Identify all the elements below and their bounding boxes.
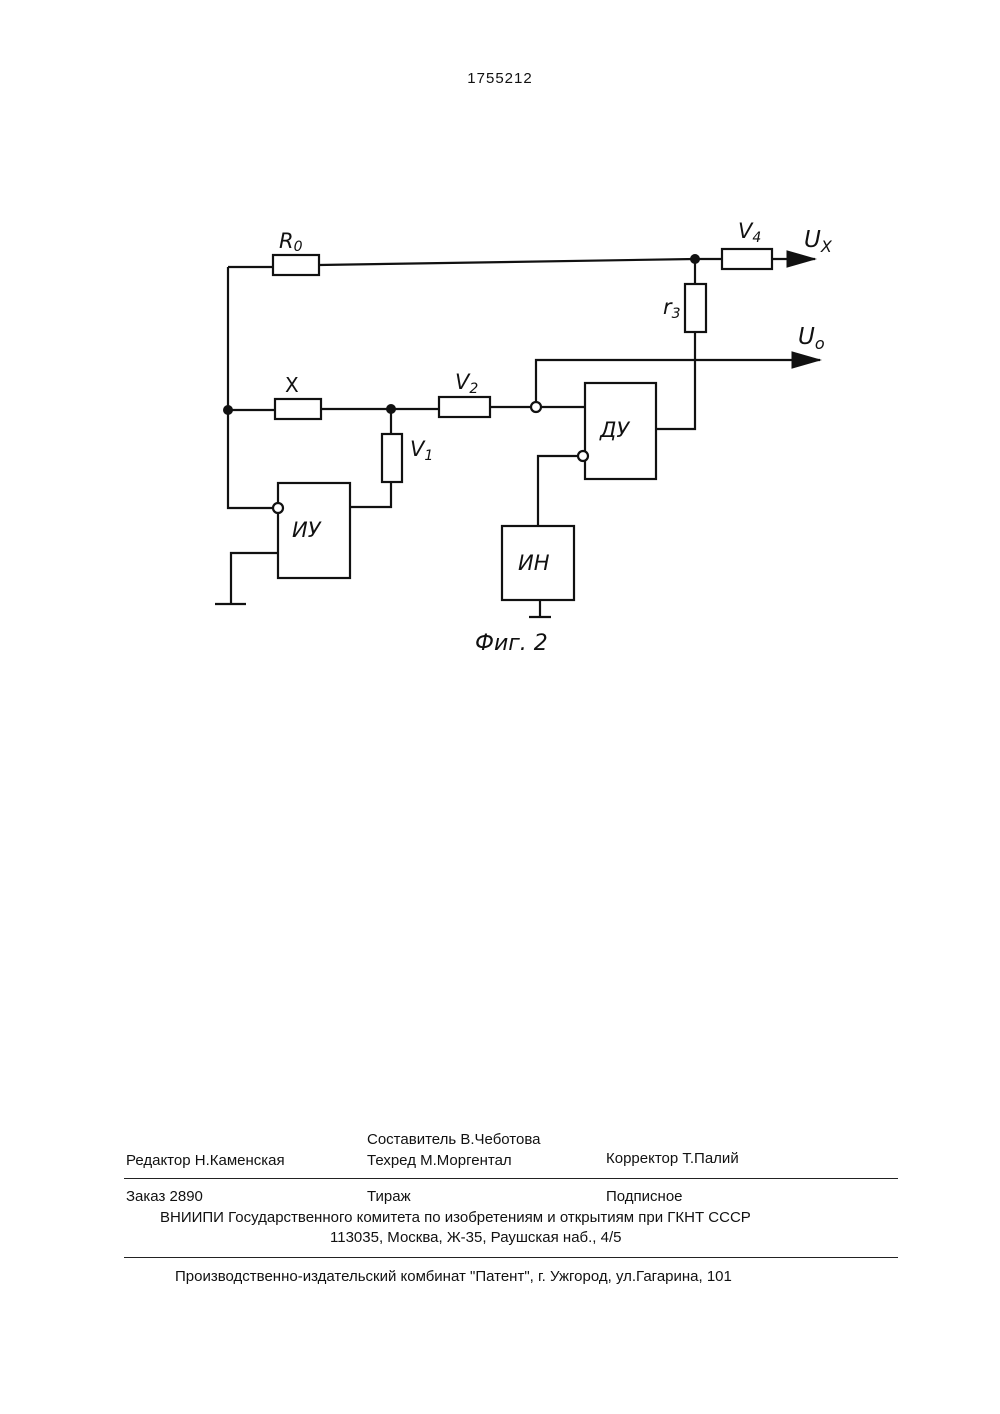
wire-r0-to-node [319, 259, 695, 265]
editor-line: Редактор Н.Каменская [126, 1152, 285, 1169]
wire-r3-to-du [656, 332, 695, 429]
divider-top [124, 1178, 898, 1179]
junction-r3-v4 [690, 254, 700, 264]
resistor-r3 [685, 284, 706, 332]
wire-uo-branch [536, 360, 820, 402]
resistor-v4 [722, 249, 772, 269]
address-line: 113035, Москва, Ж-35, Раушская наб., 4/5 [330, 1229, 622, 1246]
label-v1: V1 [410, 437, 433, 464]
label-v4: V4 [738, 219, 761, 246]
label-x: X [285, 373, 299, 397]
techred-line: Техред М.Моргентал [367, 1152, 512, 1169]
figure-caption: Фиг. 2 [475, 631, 548, 656]
block-label-in: ИН [518, 551, 550, 575]
publisher-line: Производственно-издательский комбинат "П… [175, 1268, 732, 1285]
circuit-diagram: R0 X V2 V1 V4 r3 UX Uo ИУ ДУ ИН Фиг. 2 [0, 0, 1000, 700]
wire-iu-to-ground [231, 553, 278, 604]
subscription-line: Подписное [606, 1188, 683, 1205]
institute-line: ВНИИПИ Государственного комитета по изоб… [160, 1209, 751, 1226]
circulation-line: Тираж [367, 1188, 411, 1205]
junction-open [531, 402, 541, 412]
inverting-input-iu [273, 503, 283, 513]
compiler-line: Составитель В.Чеботова [367, 1131, 540, 1148]
wire-in-to-du [538, 456, 578, 526]
resistor-v1 [382, 434, 402, 482]
resistor-r0 [273, 255, 319, 275]
block-label-iu: ИУ [292, 518, 322, 542]
corrector-line: Корректор Т.Палий [606, 1150, 739, 1167]
divider-bottom [124, 1257, 898, 1258]
label-v2: V2 [455, 370, 478, 397]
wire-left-vertical [228, 267, 278, 508]
label-uo: Uo [798, 324, 825, 353]
order-line: Заказ 2890 [126, 1188, 203, 1205]
inverting-input-du [578, 451, 588, 461]
block-label-du: ДУ [599, 418, 630, 442]
junction-left [223, 405, 233, 415]
junction-x-v1 [386, 404, 396, 414]
label-ux: UX [804, 227, 833, 256]
wire-v1-to-iu [350, 482, 391, 507]
label-r3: r3 [663, 295, 681, 322]
resistor-v2 [439, 397, 490, 417]
label-r0: R0 [279, 229, 303, 255]
resistor-x [275, 399, 321, 419]
